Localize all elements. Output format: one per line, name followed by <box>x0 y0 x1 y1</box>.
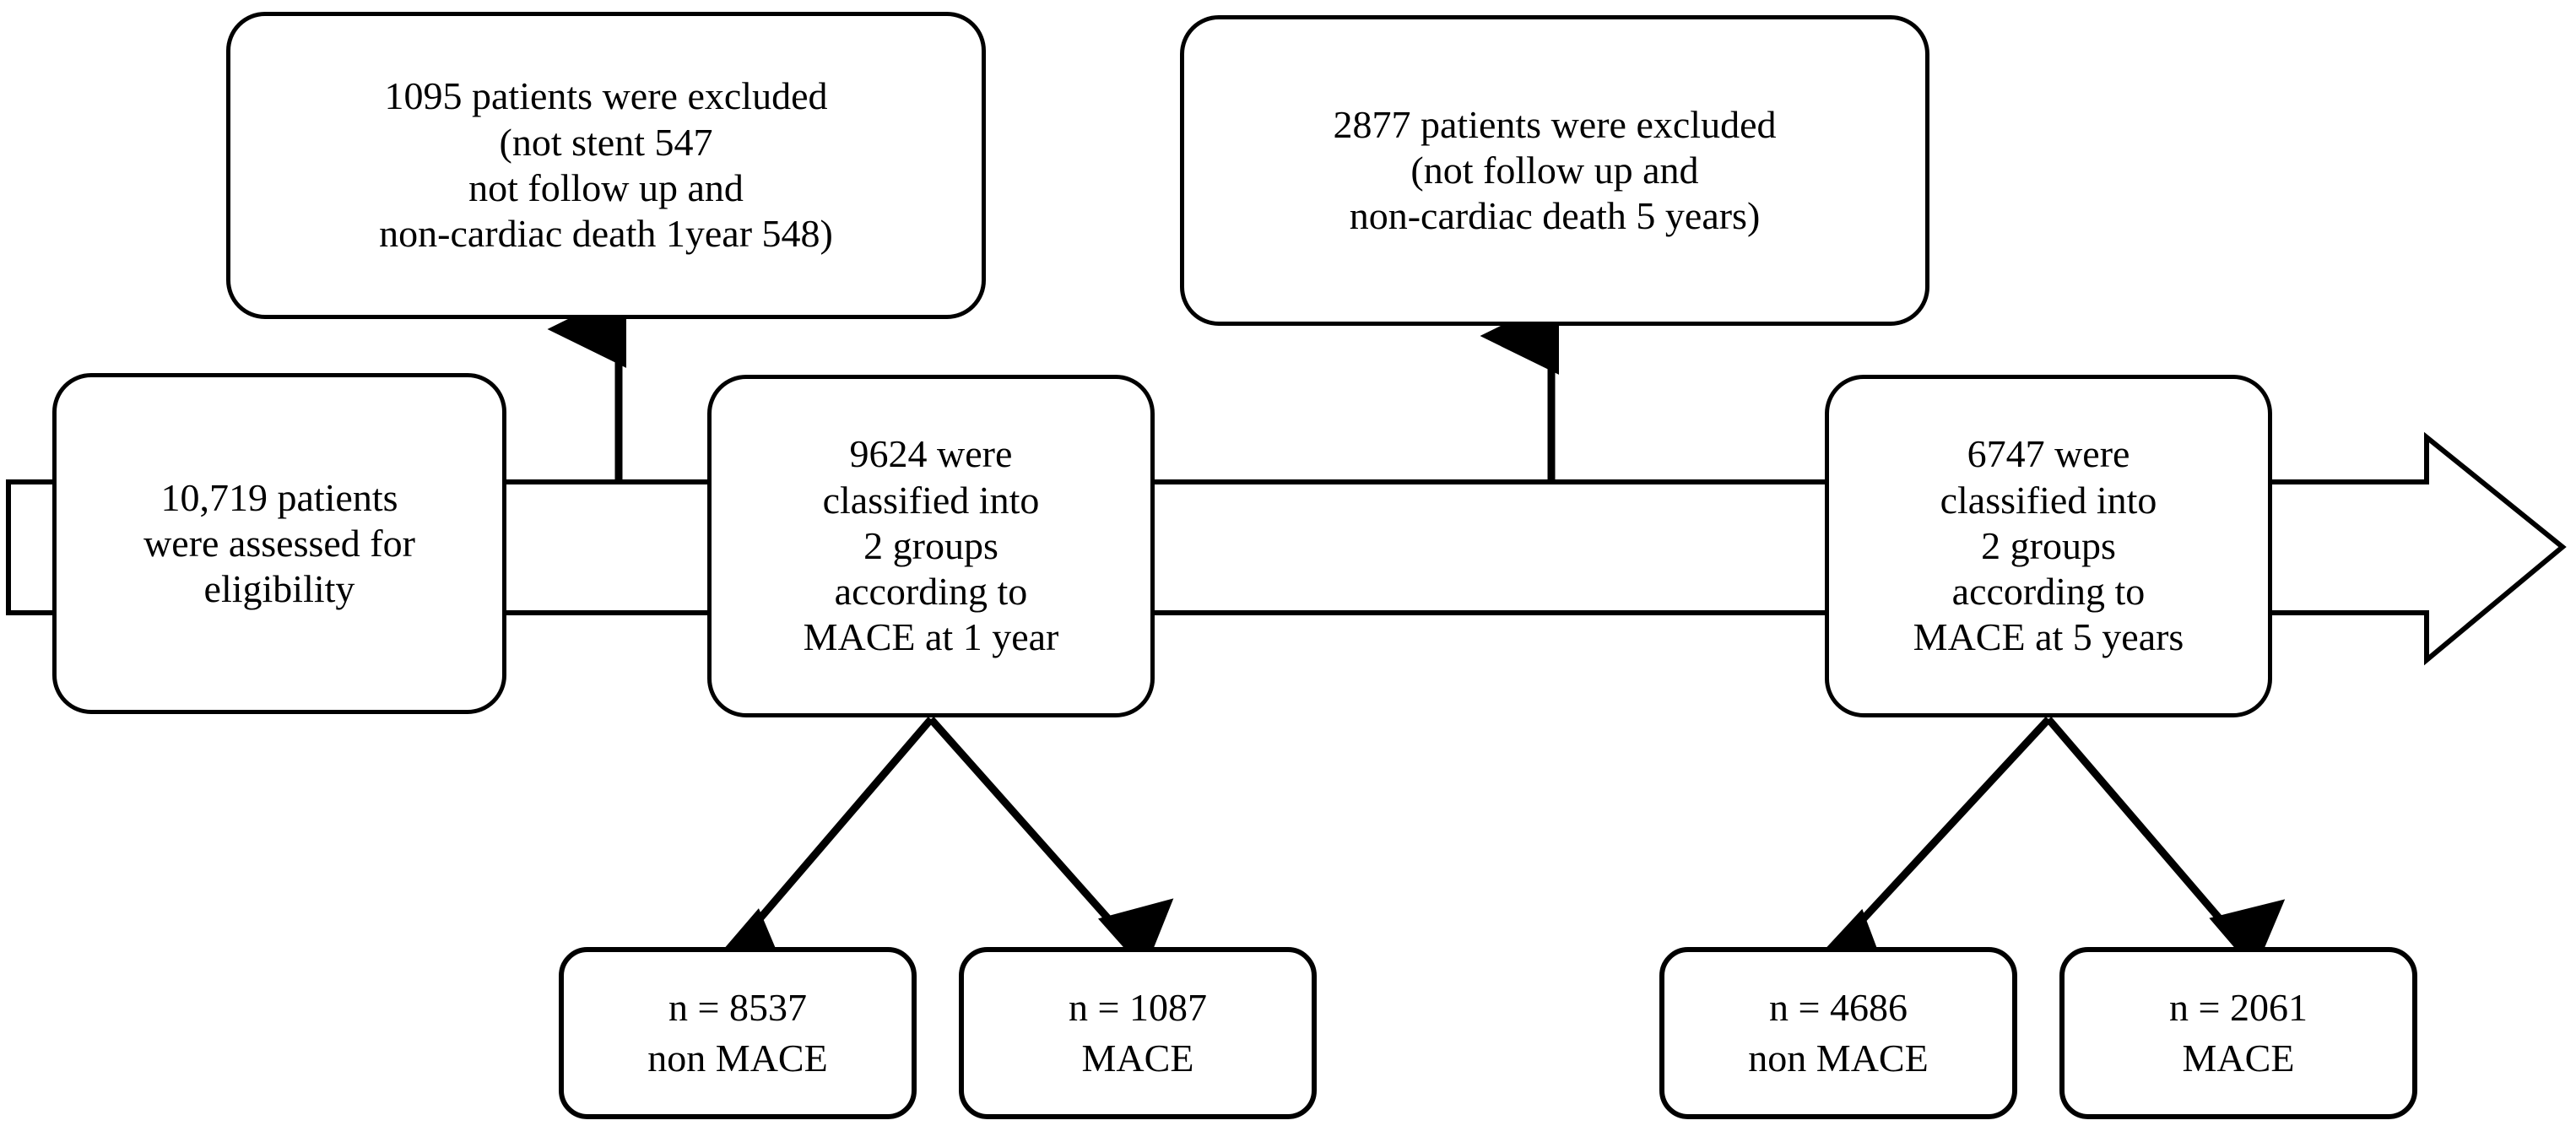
exclusion-box-1year: 1095 patients were excluded (not stent 5… <box>226 12 986 319</box>
exclusion-box-1year-label: 1095 patients were excluded (not stent 5… <box>379 74 833 256</box>
outcome-box-5years-non-mace: n = 4686 non MACE <box>1659 947 2017 1119</box>
classification-box-1year: 9624 were classified into 2 groups accor… <box>707 375 1155 717</box>
exclusion-box-5years: 2877 patients were excluded (not follow … <box>1180 15 1929 326</box>
classification-box-5years: 6747 were classified into 2 groups accor… <box>1825 375 2272 717</box>
outcome-box-5years-non-mace-label: n = 4686 non MACE <box>1748 986 1929 1080</box>
exclusion-box-5years-label: 2877 patients were excluded (not follow … <box>1333 102 1777 238</box>
branch-1year-mace <box>928 717 1174 972</box>
outcome-box-1year-mace: n = 1087 MACE <box>959 947 1317 1119</box>
classification-box-5years-label: 6747 were classified into 2 groups accor… <box>1913 432 2184 659</box>
assessed-for-eligibility-box: 10,719 patients were assessed for eligib… <box>52 373 506 714</box>
outcome-box-1year-mace-label: n = 1087 MACE <box>1069 986 1207 1080</box>
main-flow-block-arrow <box>6 431 2567 666</box>
assessed-for-eligibility-label: 10,719 patients were assessed for eligib… <box>143 475 415 611</box>
outcome-box-5years-mace-label: n = 2061 MACE <box>2169 986 2308 1080</box>
branch-5years-mace <box>2045 717 2286 972</box>
classification-box-1year-label: 9624 were classified into 2 groups accor… <box>803 432 1059 659</box>
branch-1year-non-mace <box>713 717 934 981</box>
outcome-box-1year-non-mace: n = 8537 non MACE <box>559 947 917 1119</box>
outcome-box-1year-non-mace-label: n = 8537 non MACE <box>647 986 828 1080</box>
branch-5years-non-mace <box>1815 716 2052 982</box>
outcome-box-5years-mace: n = 2061 MACE <box>2059 947 2417 1119</box>
